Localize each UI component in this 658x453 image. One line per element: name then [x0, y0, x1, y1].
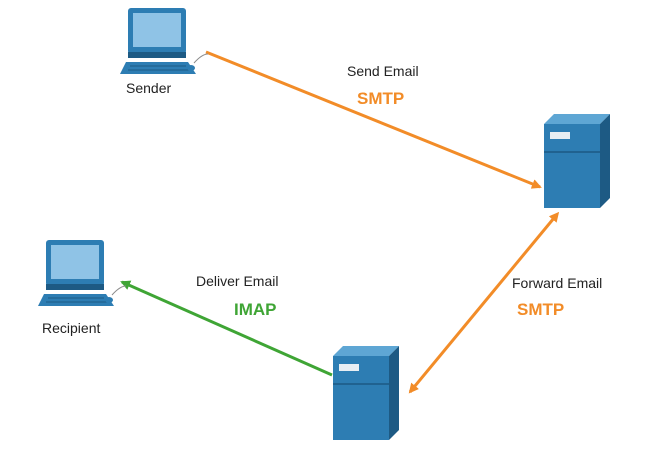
deliver-email-label: Deliver Email	[196, 273, 279, 289]
send-email-label: Send Email	[347, 63, 419, 79]
deliver-protocol-label: IMAP	[234, 300, 277, 319]
sender-computer-icon	[120, 8, 209, 74]
forward-email-arrow	[408, 211, 560, 394]
send-email-arrow	[205, 50, 542, 189]
recipient-label: Recipient	[42, 320, 101, 336]
forward-protocol-label: SMTP	[517, 300, 565, 319]
send-protocol-label: SMTP	[357, 89, 405, 108]
server-b-icon	[333, 346, 399, 440]
recipient-computer-icon	[38, 240, 127, 306]
sender-label: Sender	[126, 80, 172, 96]
server-a-icon	[544, 114, 610, 208]
deliver-email-arrow	[120, 280, 333, 377]
forward-email-label: Forward Email	[512, 275, 603, 291]
